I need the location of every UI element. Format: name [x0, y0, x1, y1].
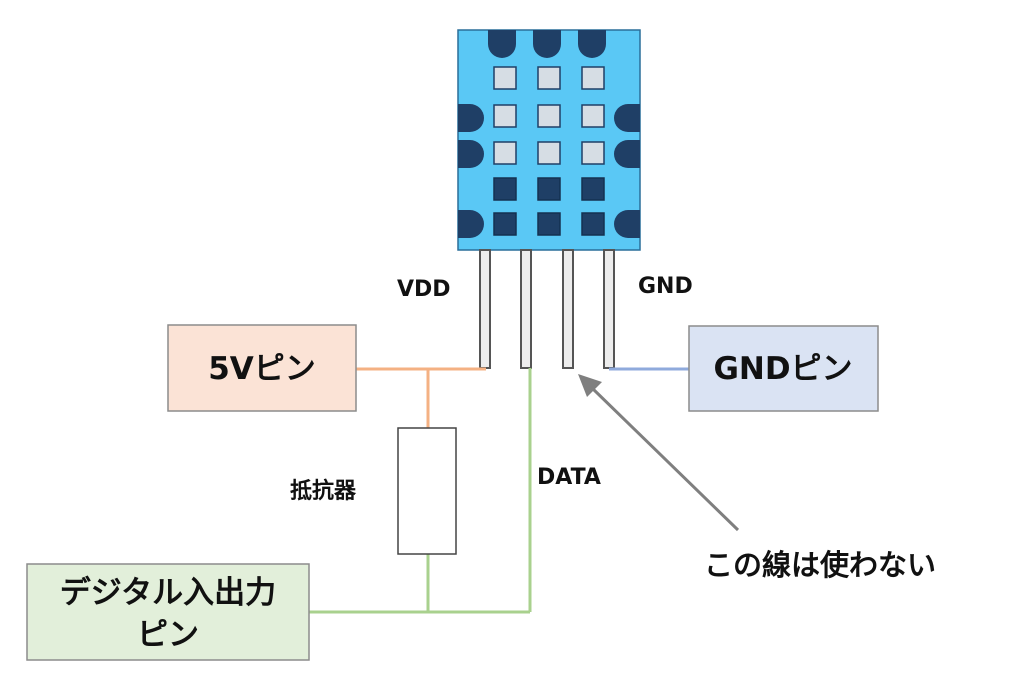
sensor-top-notch-1	[488, 30, 516, 58]
vent-square	[493, 141, 517, 165]
vdd-label: VDD	[397, 277, 451, 302]
vent-square	[581, 212, 605, 236]
sensor-top-notch-3	[578, 30, 606, 58]
sensor-right-notch-2	[614, 140, 640, 168]
sensor-vent-grid-light	[493, 66, 605, 165]
vent-square	[493, 66, 517, 90]
pin-gnd	[603, 249, 615, 369]
sensor-top-notch-2	[533, 30, 561, 58]
pin-vdd	[479, 249, 491, 369]
vent-square	[537, 141, 561, 165]
pin-data	[520, 249, 532, 369]
sensor-left-notch-1	[458, 104, 484, 132]
digital-io-pin-box	[26, 563, 310, 661]
dht-sensor	[457, 29, 641, 251]
sensor-right-notch-3	[614, 210, 640, 238]
unused-line-note: この線は使わない	[704, 548, 936, 582]
unused-pin-arrow	[578, 374, 740, 532]
sensor-right-notch-1	[614, 104, 640, 132]
vent-square	[493, 212, 517, 236]
pin-nc	[562, 249, 574, 369]
sensor-left-notch-3	[458, 210, 484, 238]
five-v-pin-label: 5Vピン	[208, 351, 316, 387]
sensor-vent-grid-dark	[493, 177, 605, 236]
gnd-pin-label: GNDピン	[713, 351, 852, 387]
gnd-pin-box	[688, 325, 879, 412]
wire-orange	[356, 367, 486, 428]
five-v-pin-box	[167, 324, 357, 412]
vent-square	[537, 66, 561, 90]
sensor-pins	[479, 249, 615, 369]
vent-square	[537, 104, 561, 128]
vent-square	[493, 104, 517, 128]
vent-square	[581, 104, 605, 128]
resistor	[397, 427, 457, 555]
vent-square	[581, 177, 605, 201]
vent-square	[537, 177, 561, 201]
sensor-left-notch-2	[458, 140, 484, 168]
gnd-label: GND	[638, 274, 693, 299]
vent-square	[581, 141, 605, 165]
wire-green	[309, 368, 532, 614]
data-label: DATA	[537, 465, 601, 490]
vent-square	[537, 212, 561, 236]
resistor-label: 抵抗器	[290, 478, 357, 504]
vent-square	[581, 66, 605, 90]
digital-io-pin-label-line1: デジタル入出力	[60, 575, 276, 611]
digital-io-pin-label-line2: ピン	[137, 617, 199, 653]
vent-square	[493, 177, 517, 201]
